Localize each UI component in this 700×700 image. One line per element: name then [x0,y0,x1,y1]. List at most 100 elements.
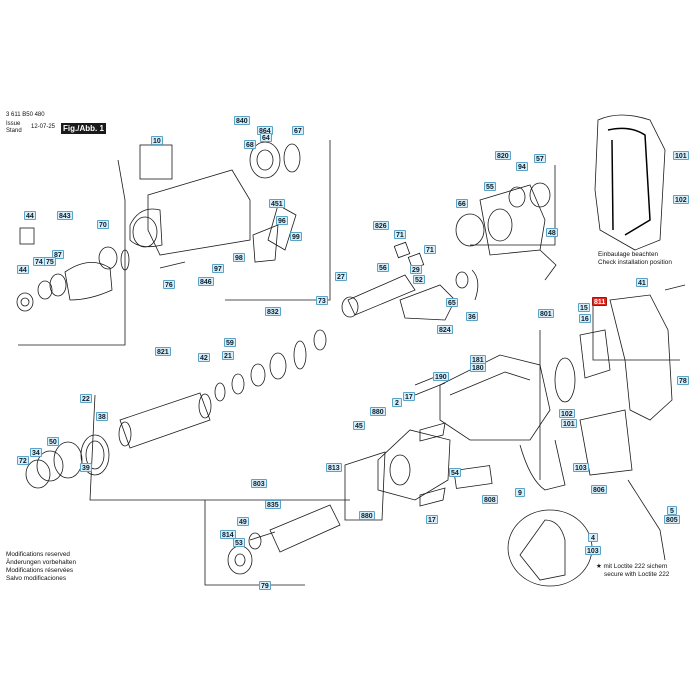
part-tag-21[interactable]: 21 [222,351,234,360]
modifications-es: Salvo modificaciones [6,575,67,582]
modifications-de: Änderungen vorbehalten [6,559,76,566]
part-tag-880-bottom[interactable]: 880 [359,511,375,520]
part-tag-190[interactable]: 190 [433,372,449,381]
part-tag-71-top[interactable]: 71 [394,230,406,239]
figure-label: Fig./Abb. 1 [61,123,106,134]
part-tag-66[interactable]: 66 [456,199,468,208]
part-tag-103-bottom[interactable]: 103 [585,546,601,555]
part-tag-34[interactable]: 34 [30,448,42,457]
part-tag-803[interactable]: 803 [251,479,267,488]
part-tag-76[interactable]: 76 [163,280,175,289]
part-tag-4[interactable]: 4 [588,533,598,542]
loctite-note-en: secure with Loctite 222 [604,571,670,578]
issue-label: Issue [6,121,21,127]
part-tag-65[interactable]: 65 [446,298,458,307]
part-tag-826[interactable]: 826 [373,221,389,230]
part-tag-5[interactable]: 5 [667,506,677,515]
inset-installation-view [594,114,666,251]
nose-cone-parts [16,227,130,312]
part-tag-73[interactable]: 73 [316,296,328,305]
part-tag-48[interactable]: 48 [546,228,558,237]
part-tag-87[interactable]: 87 [52,250,64,259]
part-tag-57[interactable]: 57 [534,154,546,163]
part-tag-814[interactable]: 814 [220,530,236,539]
part-tag-843[interactable]: 843 [57,211,73,220]
part-tag-846[interactable]: 846 [198,277,214,286]
part-tag-50[interactable]: 50 [47,437,59,446]
part-tag-832[interactable]: 832 [265,307,281,316]
part-tag-96[interactable]: 96 [276,216,288,225]
part-tag-451[interactable]: 451 [269,199,285,208]
part-tag-97[interactable]: 97 [212,264,224,273]
part-tag-27[interactable]: 27 [335,272,347,281]
part-tag-811[interactable]: 811 [592,297,608,306]
part-tag-78[interactable]: 78 [677,376,689,385]
part-tag-840[interactable]: 840 [234,116,250,125]
part-tag-17-bottom[interactable]: 17 [426,515,438,524]
part-tag-75[interactable]: 75 [44,257,56,266]
part-tag-44-bottom[interactable]: 44 [17,265,29,274]
part-tag-67[interactable]: 67 [292,126,304,135]
part-tag-16[interactable]: 16 [579,314,591,323]
modifications-en: Modifications reserved [6,551,70,558]
modifications-fr: Modifications réservées [6,567,74,574]
part-tag-38[interactable]: 38 [96,412,108,421]
part-tag-101[interactable]: 101 [673,151,689,160]
part-tag-94[interactable]: 94 [516,162,528,171]
issue-date: 12-07-25 [31,124,56,130]
part-tag-55[interactable]: 55 [484,182,496,191]
part-tag-71-bottom[interactable]: 71 [424,245,436,254]
part-tag-44-top[interactable]: 44 [24,211,36,220]
part-tag-39[interactable]: 39 [80,463,92,472]
part-tag-70[interactable]: 70 [97,220,109,229]
part-tag-64[interactable]: 64 [260,133,272,142]
stand-label: Stand [6,128,22,134]
part-tag-15[interactable]: 15 [578,303,590,312]
part-tag-806[interactable]: 806 [591,485,607,494]
part-tag-813[interactable]: 813 [326,463,342,472]
part-tag-2[interactable]: 2 [392,398,402,407]
part-tag-808[interactable]: 808 [482,495,498,504]
part-tag-42[interactable]: 42 [198,353,210,362]
part-tag-41[interactable]: 41 [636,278,648,287]
part-tag-10[interactable]: 10 [151,136,163,145]
bracket-front-group [18,159,126,346]
part-tag-180[interactable]: 180 [470,363,486,372]
part-tag-29[interactable]: 29 [410,265,422,274]
part-tag-52[interactable]: 52 [413,275,425,284]
loctite-note-de: ★ mit Loctite 222 sichern [596,563,668,570]
gear-assembly [455,182,557,281]
hammer-mechanism [341,241,479,321]
part-tag-17-top[interactable]: 17 [403,392,415,401]
part-tag-821[interactable]: 821 [155,347,171,356]
part-tag-79[interactable]: 79 [259,581,271,590]
part-tag-101-bottom[interactable]: 101 [561,419,577,428]
part-tag-59[interactable]: 59 [224,338,236,347]
part-tag-805[interactable]: 805 [664,515,680,524]
part-tag-49[interactable]: 49 [237,517,249,526]
part-tag-54[interactable]: 54 [449,468,461,477]
part-tag-45[interactable]: 45 [353,421,365,430]
part-tag-102-bottom[interactable]: 102 [559,409,575,418]
part-tag-102[interactable]: 102 [673,195,689,204]
part-tag-53[interactable]: 53 [233,538,245,547]
part-tag-22[interactable]: 22 [80,394,92,403]
part-tag-801[interactable]: 801 [538,309,554,318]
part-tag-824[interactable]: 824 [437,325,453,334]
part-tag-99[interactable]: 99 [290,232,302,241]
part-tag-74[interactable]: 74 [33,257,45,266]
part-tag-36[interactable]: 36 [466,312,478,321]
part-tag-835[interactable]: 835 [265,500,281,509]
part-tag-820[interactable]: 820 [495,151,511,160]
part-tag-56[interactable]: 56 [377,263,389,272]
install-note-de: Einbaulage beachten [598,251,659,258]
part-tag-72[interactable]: 72 [17,456,29,465]
part-tag-880-top[interactable]: 880 [370,407,386,416]
doc-number: 3 611 B50 480 [6,112,45,118]
part-tag-9[interactable]: 9 [515,488,525,497]
part-tag-103-top[interactable]: 103 [573,463,589,472]
part-tag-68[interactable]: 68 [244,140,256,149]
bracket-spindle-group [89,394,350,501]
part-tag-98[interactable]: 98 [233,253,245,262]
